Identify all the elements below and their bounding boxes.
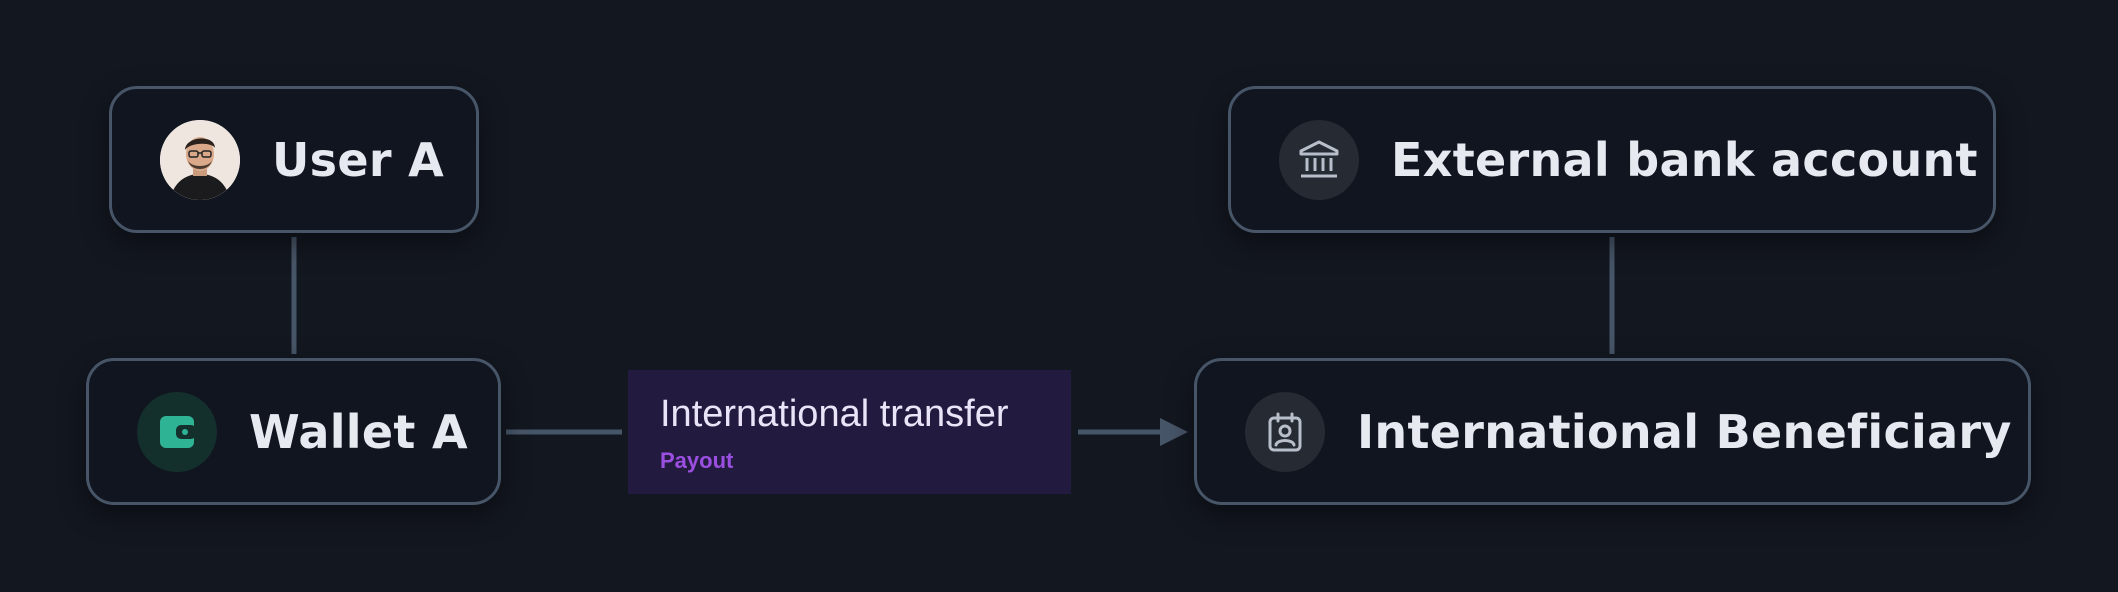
avatar: [160, 119, 240, 200]
node-wallet-a[interactable]: Wallet A: [86, 358, 501, 505]
node-label: International Beneficiary: [1357, 404, 2012, 459]
node-label: User A: [272, 132, 445, 187]
avatar-photo-icon: [160, 119, 240, 200]
edge-label-international-transfer[interactable]: International transfer Payout: [628, 370, 1071, 494]
node-label: Wallet A: [249, 404, 468, 459]
node-user-a[interactable]: User A: [109, 86, 479, 233]
contact-card-icon: [1245, 391, 1325, 472]
wallet-icon: [137, 391, 217, 472]
node-international-beneficiary[interactable]: International Beneficiary: [1194, 358, 2031, 505]
bank-icon: [1279, 119, 1359, 200]
edge-subtitle: Payout: [660, 447, 734, 473]
node-label: External bank account: [1391, 132, 1978, 187]
arrowhead: [1160, 418, 1188, 446]
node-external-bank-account[interactable]: External bank account: [1228, 86, 1996, 233]
edge-title: International transfer: [660, 393, 1009, 435]
